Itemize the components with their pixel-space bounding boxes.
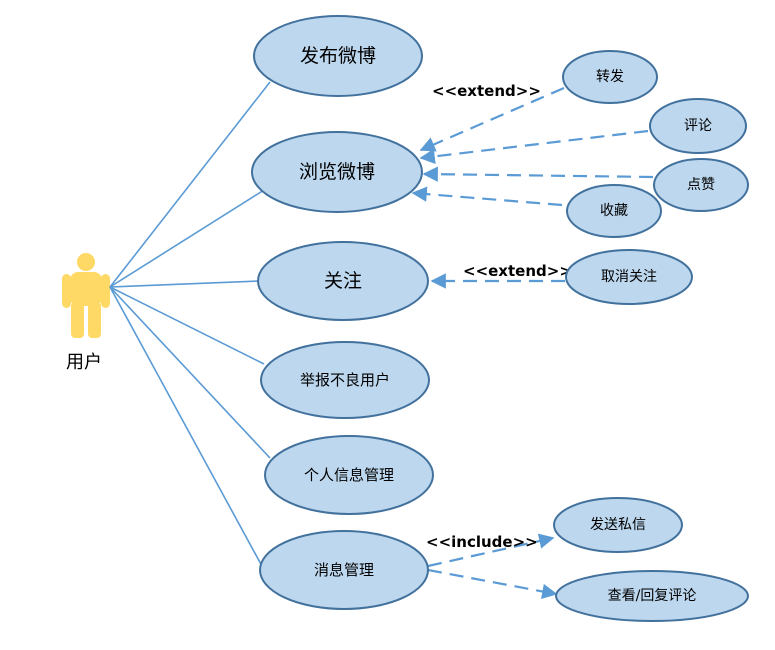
actor-label: 用户 <box>66 352 102 373</box>
use-case-comment: 评论 <box>649 98 747 154</box>
use-case-view-reply-label: 查看/回复评论 <box>608 587 697 604</box>
use-case-report: 举报不良用户 <box>260 341 430 419</box>
actor-left-leg <box>71 302 84 338</box>
extend-comment-arrow <box>419 129 649 165</box>
use-case-post-label: 发布微博 <box>300 45 376 67</box>
actor-body <box>70 272 102 306</box>
use-case-like-label: 点赞 <box>687 177 715 193</box>
use-case-favorite: 收藏 <box>566 184 662 238</box>
actor-right-arm <box>101 274 110 308</box>
use-case-message: 消息管理 <box>259 530 429 610</box>
use-case-profile: 个人信息管理 <box>264 435 434 515</box>
actor-head <box>77 253 95 271</box>
use-case-browse: 浏览微博 <box>251 131 423 213</box>
use-case-repost-label: 转发 <box>596 69 624 85</box>
use-case-report-label: 举报不良用户 <box>300 371 390 389</box>
include-view-reply-arrow <box>427 568 558 600</box>
extend-favorite-arrow <box>411 186 563 207</box>
use-case-like: 点赞 <box>653 158 749 212</box>
use-case-profile-label: 个人信息管理 <box>304 466 394 484</box>
assoc-post <box>109 81 271 288</box>
actor-left-arm <box>62 274 71 308</box>
assoc-browse <box>109 189 265 288</box>
use-case-unfollow-label: 取消关注 <box>601 269 657 285</box>
assoc-report <box>109 286 265 365</box>
include-label-message: <<include>> <box>426 533 538 551</box>
use-case-comment-label: 评论 <box>684 118 712 134</box>
use-case-repost: 转发 <box>562 50 658 104</box>
use-case-message-label: 消息管理 <box>314 561 374 579</box>
assoc-follow <box>109 280 260 288</box>
use-case-favorite-label: 收藏 <box>600 203 628 219</box>
extend-label-browse: <<extend>> <box>432 82 541 100</box>
actor-right-leg <box>88 302 101 338</box>
assoc-message <box>109 286 264 569</box>
actor-user: 用户 <box>62 253 110 373</box>
assoc-profile <box>109 286 271 459</box>
use-case-browse-label: 浏览微博 <box>299 161 375 183</box>
use-case-post: 发布微博 <box>253 15 423 97</box>
use-case-unfollow: 取消关注 <box>565 249 693 305</box>
use-case-view-reply: 查看/回复评论 <box>555 570 749 622</box>
use-case-send-pm-label: 发送私信 <box>590 517 646 533</box>
use-case-follow-label: 关注 <box>324 270 362 292</box>
use-case-follow: 关注 <box>257 241 429 321</box>
extend-like-arrow <box>422 166 654 182</box>
extend-label-follow: <<extend>> <box>463 262 572 280</box>
use-case-send-pm: 发送私信 <box>553 497 683 553</box>
extend-repost-arrow <box>419 86 565 152</box>
